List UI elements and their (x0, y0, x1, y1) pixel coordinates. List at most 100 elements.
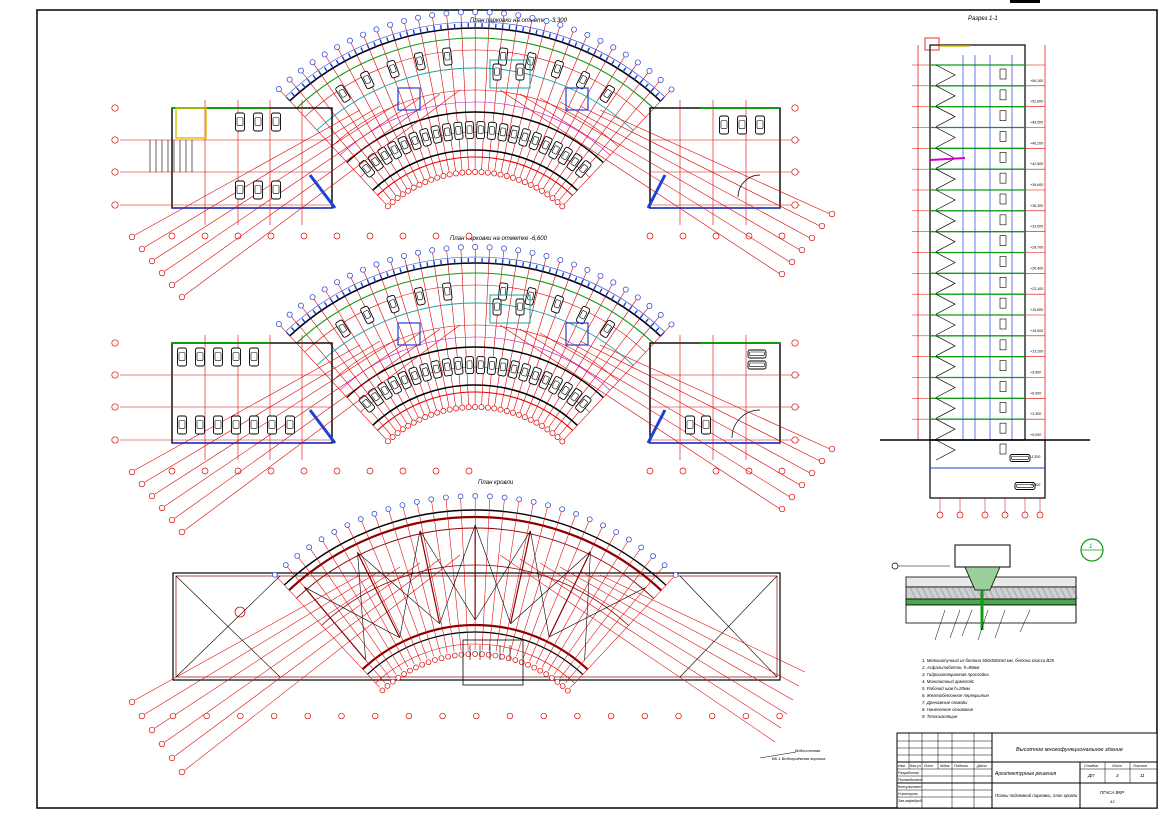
tb-sheets: 11 (1140, 773, 1145, 778)
car-body (360, 71, 375, 90)
axis-bubble (411, 420, 416, 425)
level-label: +46,200 (1030, 141, 1043, 145)
dim-tick (349, 54, 351, 58)
axis-bubble (792, 437, 798, 443)
parking-car (386, 60, 399, 79)
axis-bubble (789, 259, 795, 265)
parking-car (442, 48, 452, 66)
axis-bubble (460, 405, 465, 410)
parking-car (720, 116, 729, 134)
car-body (454, 357, 464, 375)
dim-tick (407, 267, 408, 272)
dim-tick (600, 54, 602, 58)
axis-bubble (435, 410, 440, 415)
dim-tick (374, 277, 376, 282)
car-body (476, 121, 485, 138)
valley-line (549, 551, 590, 637)
axis-bubble (516, 177, 521, 182)
tb-role: Подпись (954, 764, 968, 768)
axis-bubble (400, 503, 405, 508)
level-label: +13,200 (1030, 350, 1043, 354)
axis-bubble (295, 553, 300, 558)
detail-note: 9. Теплоизоляция (922, 714, 958, 719)
car-body (442, 283, 452, 301)
parking-car (386, 295, 399, 314)
axis-bubble (441, 173, 446, 178)
level-label: +52,800 (1030, 100, 1043, 104)
car-body (442, 123, 453, 141)
dim-line (165, 98, 420, 271)
dim-tick (325, 302, 328, 306)
axis-bubble (545, 503, 550, 508)
dim-tick (286, 97, 289, 101)
window (1000, 132, 1006, 142)
plan2-title: План парковки на отметке -6,600 (450, 236, 548, 242)
slope-line (304, 587, 399, 637)
axis-bubble (792, 137, 798, 143)
axis-bubble (432, 658, 437, 663)
dim-line (135, 110, 360, 235)
dim-tick (302, 319, 305, 323)
axis-bubble (238, 713, 244, 719)
dim-tick (606, 57, 608, 61)
axis-bubble (531, 499, 536, 504)
parking-car (419, 128, 432, 147)
axis-bubble (268, 468, 274, 474)
axis-bubble (202, 468, 208, 474)
axis-bubble (558, 22, 563, 27)
detail-note: 3. Гидроизоляционная прослойка (922, 672, 989, 677)
axis-bubble (452, 653, 457, 658)
car-body (576, 306, 591, 325)
dim-line (155, 337, 400, 494)
axis-bubble (614, 530, 619, 535)
dim-tick (302, 84, 305, 88)
level-label: +26,400 (1030, 266, 1043, 270)
parking-car (178, 416, 187, 434)
dim-tick (336, 60, 339, 64)
axis-bubble (129, 469, 135, 475)
parking-car (236, 113, 245, 131)
axis-bubble (347, 38, 352, 43)
level-label: +16,500 (1030, 329, 1043, 333)
axis-bubble (453, 171, 458, 176)
dim-tick (380, 40, 382, 45)
dim-tick (361, 48, 363, 53)
dim-tick (661, 97, 664, 101)
axis-bubble (430, 13, 435, 18)
parking-car (250, 416, 259, 434)
dim-tick (581, 45, 583, 50)
level-label: +56,100 (1030, 79, 1043, 83)
dim-tick (374, 42, 376, 47)
dim-tick (427, 262, 428, 267)
axis-bubble (487, 245, 492, 250)
car-body (419, 128, 432, 147)
grid-axis (548, 538, 630, 671)
grid-axis (388, 507, 434, 656)
axis-bubble (498, 172, 503, 177)
dim-tick (420, 263, 421, 268)
tb-role: Изм. (898, 764, 906, 768)
dim-tick (349, 289, 351, 293)
dim-tick (606, 292, 608, 296)
axis-bubble (447, 407, 452, 412)
parking-car (272, 181, 281, 199)
dim-line (600, 110, 830, 214)
dim-tick (387, 37, 389, 42)
section-title: Разрез 1-1 (968, 16, 998, 22)
dim-tick (516, 261, 517, 266)
axis-bubble (544, 672, 549, 677)
axis-bubble (360, 32, 365, 37)
axis-bubble (558, 257, 563, 262)
axis-bubble (179, 529, 185, 535)
axis-bubble (390, 199, 395, 204)
dim-tick (387, 272, 389, 277)
dim-tick (581, 280, 583, 285)
level-label: +39,600 (1030, 183, 1043, 187)
dim-tick (568, 275, 570, 280)
car-body (465, 121, 474, 138)
stair-flight (936, 169, 955, 189)
parking-car (1010, 455, 1030, 462)
axis-bubble (544, 18, 549, 23)
axis-bubble (623, 52, 628, 57)
